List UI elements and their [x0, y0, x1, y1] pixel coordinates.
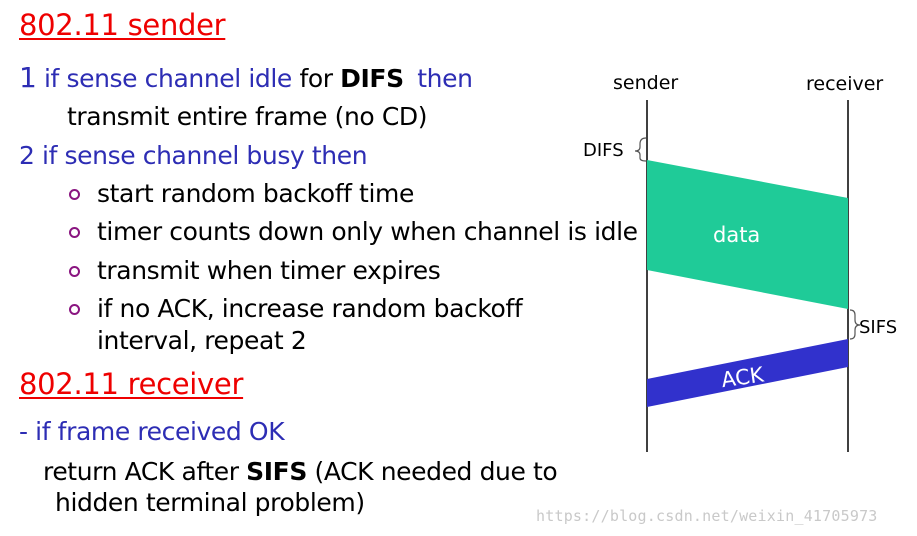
step2-line: 2 if sense channel busy then [19, 141, 368, 170]
step1-difs: DIFS [340, 64, 404, 93]
bullet-item: timer counts down only when channel is i… [69, 217, 638, 246]
data-label: data [713, 223, 760, 247]
bullet-icon [69, 189, 80, 200]
receiver-condition: - if frame received OK [19, 417, 285, 446]
sifs-brace-icon [849, 309, 861, 340]
return-pre: return ACK after [43, 457, 239, 486]
sifs-label: SIFS [859, 317, 897, 338]
bullet-text: start random backoff time [97, 179, 414, 208]
difs-brace-icon [634, 137, 647, 162]
receiver-return-line: return ACK after SIFS (ACK needed due to [43, 457, 558, 486]
bullet-continuation: interval, repeat 2 [97, 326, 307, 355]
bullet-icon [69, 266, 80, 277]
data-frame [647, 160, 848, 309]
bullet-item: transmit when timer expires [69, 256, 441, 285]
bullet-icon [69, 227, 80, 238]
return-post: (ACK needed due to [314, 457, 558, 486]
step1-number: 1 [19, 61, 37, 94]
step1-condition: if sense channel idle [43, 64, 292, 93]
return-sifs: SIFS [246, 457, 307, 486]
sender-heading: 802.11 sender [19, 8, 226, 42]
step1-line: 1 if sense channel idle for DIFS then [19, 61, 473, 94]
bullet-text: timer counts down only when channel is i… [97, 217, 638, 246]
receiver-return-line2: hidden terminal problem) [55, 488, 365, 517]
step1-action: transmit entire frame (no CD) [67, 102, 428, 131]
ack-frame [647, 339, 848, 407]
ack-label: ACK [720, 362, 767, 392]
receiver-heading: 802.11 receiver [19, 367, 244, 401]
difs-label: DIFS [583, 140, 624, 161]
watermark: https://blog.csdn.net/weixin_41705973 [536, 507, 878, 525]
bullet-item: start random backoff time [69, 179, 414, 208]
bullet-text: if no ACK, increase random backoff [97, 294, 523, 323]
bullet-text: transmit when timer expires [97, 256, 441, 285]
bullet-item: if no ACK, increase random backoff [69, 294, 523, 323]
step1-then: then [417, 64, 473, 93]
receiver-label: receiver [806, 73, 883, 95]
step1-for: for [299, 64, 333, 93]
bullet-icon [69, 304, 80, 315]
sender-label: sender [613, 72, 678, 94]
